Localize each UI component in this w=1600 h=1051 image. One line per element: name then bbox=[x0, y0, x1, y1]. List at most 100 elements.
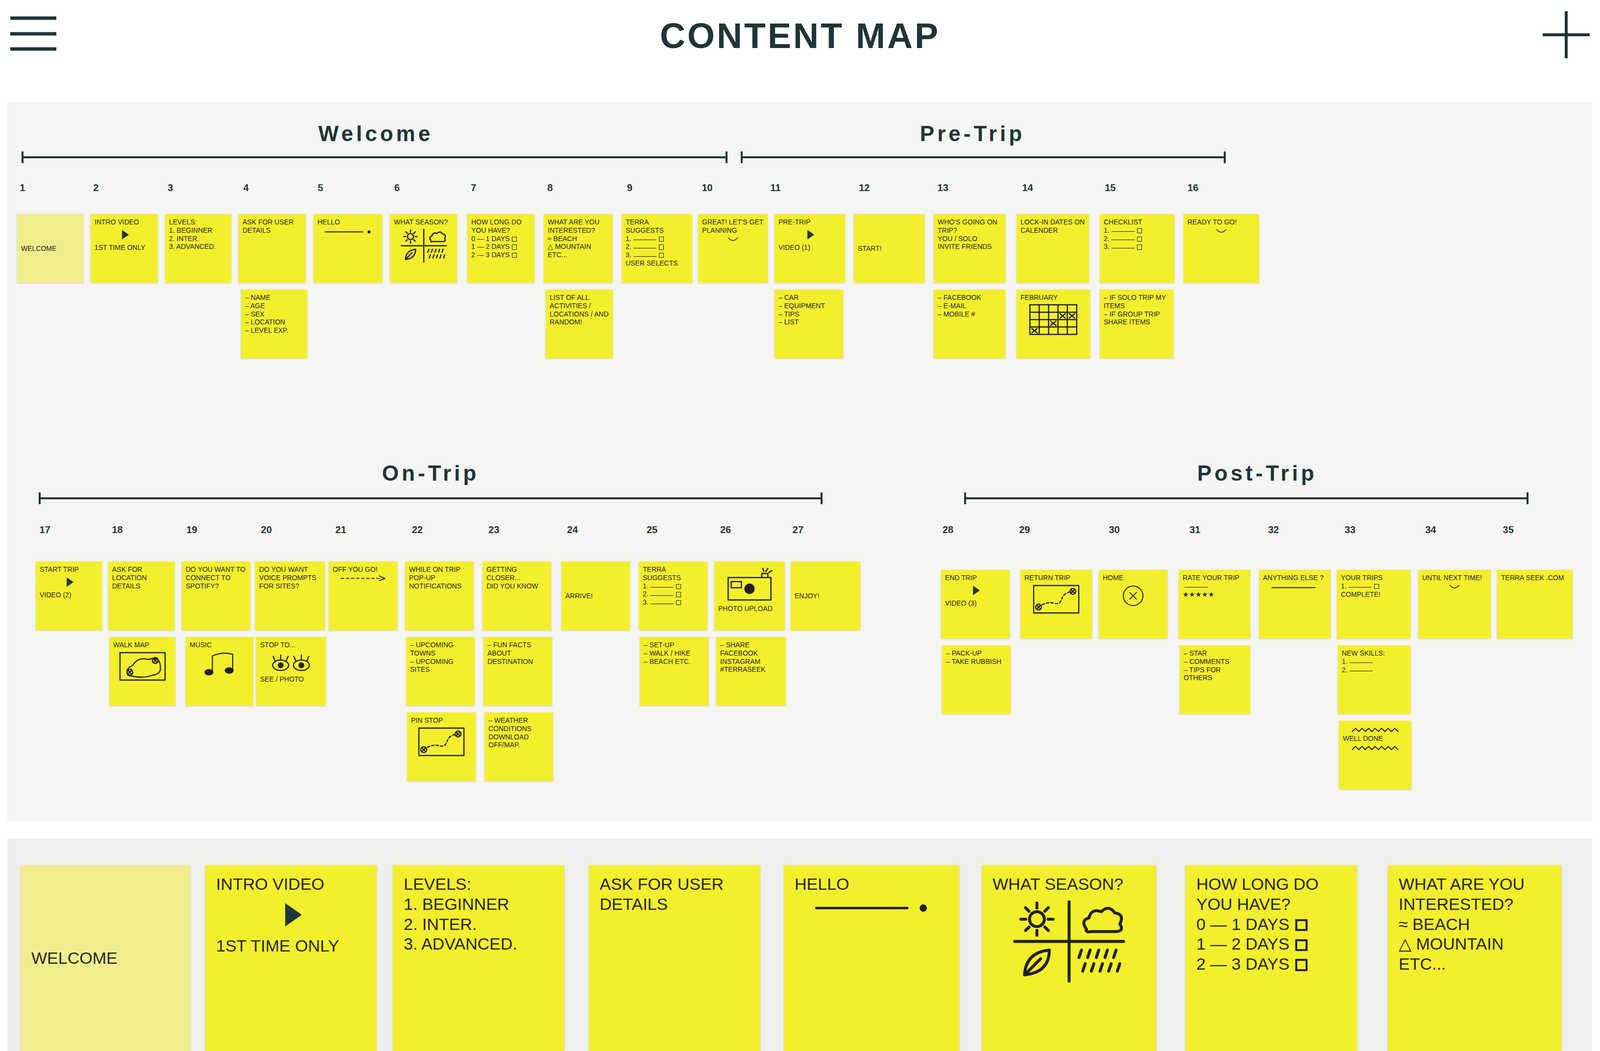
circle-shape bbox=[420, 746, 427, 753]
plus-icon bbox=[1542, 11, 1590, 59]
note-text: HOW LONG DO YOU HAVE? bbox=[1196, 874, 1319, 914]
note-text: ENJOY! bbox=[794, 591, 820, 600]
path-shape bbox=[1071, 589, 1075, 594]
note-text: – FACEBOOK bbox=[937, 293, 982, 302]
note-line: READY TO GO! bbox=[1187, 218, 1256, 227]
step-number: 28 bbox=[942, 524, 954, 536]
menu-icon bbox=[10, 18, 57, 49]
note-line: GREAT! LET'S GET PLANNING bbox=[702, 218, 764, 235]
note-line: RATE YOUR TRIP bbox=[1182, 573, 1247, 591]
path-shape bbox=[153, 658, 157, 663]
sticky-note: – UPCOMING TOWNS– UPCOMING SITES bbox=[406, 636, 475, 706]
sticky-note: DO YOU WANT VOICE PROMPTS FOR SITES? bbox=[255, 561, 325, 631]
note-text: INTRO VIDEO bbox=[216, 874, 325, 894]
step-number: 30 bbox=[1109, 524, 1120, 536]
note-text: WELCOME bbox=[31, 948, 118, 968]
note-text: DO YOU WANT TO CONNECT TO SPOTIFY? bbox=[185, 565, 246, 590]
blank-line bbox=[1349, 662, 1374, 663]
note-line: HELLO bbox=[317, 218, 379, 227]
checkbox bbox=[658, 244, 664, 250]
note-line: WHAT SEASON? bbox=[992, 873, 1146, 895]
note-line: – LEVEL EXP. bbox=[244, 326, 304, 335]
note-line: OFF YOU GO! bbox=[332, 565, 394, 574]
sticky-note: FEBRUARY bbox=[1016, 289, 1091, 359]
note-line: HOME bbox=[1102, 573, 1164, 582]
note-line: 1ST TIME ONLY bbox=[94, 243, 154, 252]
sticky-note: NEW SKILLS:1.2. bbox=[1337, 645, 1411, 714]
sticky-note: HOW LONG DO YOU HAVE?0 — 1 DAYS1 — 2 DAY… bbox=[467, 214, 535, 283]
camera-sketch bbox=[724, 567, 776, 604]
path-shape bbox=[405, 249, 416, 260]
note-line: – LOCATION bbox=[244, 317, 304, 327]
note-line: INTRO VIDEO bbox=[94, 218, 154, 227]
note-line: 2. bbox=[1103, 234, 1171, 243]
note-text: WALK MAP bbox=[113, 640, 149, 649]
path-shape bbox=[427, 249, 445, 259]
step-number: 3 bbox=[167, 182, 173, 194]
wall-panel bbox=[7, 101, 1593, 822]
note-line: 1 — 2 DAYS bbox=[471, 242, 531, 251]
note-line: INVITE FRIENDS bbox=[937, 242, 1002, 251]
note-line: WELCOME bbox=[21, 244, 80, 253]
path-shape bbox=[379, 576, 386, 582]
weather-sketch bbox=[1007, 897, 1132, 985]
checkbox bbox=[511, 252, 517, 258]
sticky-note: RETURN TRIP bbox=[1020, 569, 1092, 639]
note-text: – LOCATION bbox=[244, 317, 286, 326]
note-line: 2. bbox=[642, 589, 704, 599]
note-line: WHILE ON TRIP POP-UP NOTIFICATIONS bbox=[409, 565, 470, 590]
circle-shape bbox=[455, 730, 461, 737]
zoom-panel bbox=[7, 838, 1593, 1051]
note-text: ETC... bbox=[1398, 954, 1446, 973]
note-line: WALK MAP bbox=[113, 640, 172, 650]
path-shape bbox=[807, 229, 815, 240]
path-shape bbox=[456, 732, 461, 736]
note-line: 2. INTER. bbox=[403, 914, 554, 935]
smile-sketch bbox=[724, 236, 742, 243]
eyes-sketch bbox=[267, 650, 315, 674]
sticky-note: WELL DONE bbox=[1338, 720, 1412, 790]
sticky-note: RATE YOUR TRIP★★★★★ bbox=[1178, 569, 1251, 639]
note-text: USER SELECTS bbox=[625, 259, 679, 267]
menu-bar bbox=[10, 16, 57, 21]
note-text: 2 — 3 DAYS bbox=[471, 250, 510, 259]
circle-shape bbox=[1123, 585, 1143, 606]
note-line: 0 — 1 DAYS bbox=[471, 234, 531, 243]
note-line: DO YOU WANT VOICE PROMPTS FOR SITES? bbox=[259, 565, 321, 590]
step-number: 13 bbox=[937, 182, 949, 194]
sticky-note: TERRA SEEK .COM bbox=[1497, 569, 1573, 639]
note-text: – E-MAIL bbox=[937, 301, 967, 310]
path-shape bbox=[1031, 314, 1075, 334]
step-number: 15 bbox=[1104, 182, 1116, 194]
note-line: – TIPS bbox=[778, 310, 840, 319]
note-text: VIDEO (1) bbox=[778, 243, 811, 252]
section-bracket bbox=[39, 492, 822, 505]
note-line: – EQUIPMENT bbox=[778, 301, 840, 311]
note-line: 2. bbox=[1341, 665, 1407, 675]
checkbox bbox=[676, 600, 681, 606]
note-text: 1. bbox=[625, 234, 632, 243]
note-text: ASK FOR USER DETAILS bbox=[242, 218, 294, 235]
note-line: TERRA SUGGESTS bbox=[625, 218, 689, 235]
section-bracket bbox=[741, 151, 1225, 164]
note-text: INVITE FRIENDS bbox=[937, 242, 992, 251]
note-text: VIDEO (3) bbox=[945, 599, 977, 607]
note-text: LOCK-IN DATES ON CALENDER bbox=[1020, 218, 1085, 235]
ellipse-shape bbox=[272, 659, 290, 671]
sticky-note: ARRIVE! bbox=[561, 561, 631, 631]
sticky-note: ASK FOR USER DETAILS bbox=[238, 214, 306, 283]
note-line: ARRIVE! bbox=[565, 591, 627, 601]
note-text: ≈ BEACH bbox=[547, 234, 578, 243]
note-text: – IF SOLO TRIP MY ITEMS bbox=[1103, 293, 1166, 310]
path-shape bbox=[285, 902, 302, 927]
ellipse-shape bbox=[204, 669, 213, 676]
note-text: TERRA SEEK .COM bbox=[1501, 573, 1564, 582]
step-number: 9 bbox=[627, 182, 633, 194]
path-shape bbox=[727, 238, 738, 241]
note-line: PHOTO UPLOAD bbox=[718, 604, 781, 613]
sticky-note: WELCOME bbox=[17, 214, 84, 283]
note-text: – LEVEL EXP. bbox=[244, 326, 289, 335]
note-text: ETC... bbox=[547, 250, 568, 259]
note-line: NEW SKILLS: bbox=[1341, 649, 1407, 658]
note-line: 2 — 3 DAYS bbox=[471, 250, 531, 260]
